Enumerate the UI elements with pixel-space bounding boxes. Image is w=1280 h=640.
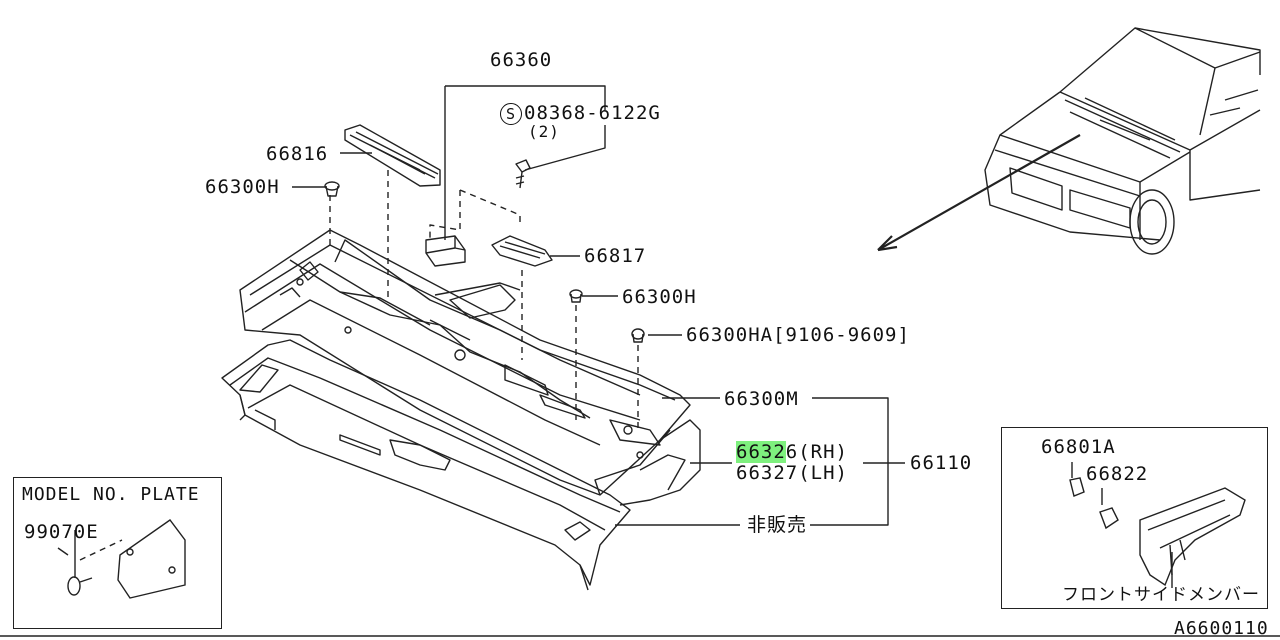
part-label-66110: 66110 <box>910 452 973 474</box>
hardware <box>324 124 645 343</box>
cowl-panel-upper <box>239 229 701 506</box>
part-label-66300h-top: 66300H <box>205 176 280 198</box>
front-side-member-inset <box>1001 427 1268 609</box>
part-label-99070e: 99070E <box>24 521 99 543</box>
part-label-66300m: 66300M <box>724 388 799 410</box>
direction-arrow <box>877 134 1081 251</box>
part-label-66327: 66327(LH) <box>736 462 848 484</box>
part-label-66360: 66360 <box>490 49 553 71</box>
diagram-code: A6600110 <box>1174 618 1269 639</box>
part-label-66817: 66817 <box>584 245 647 267</box>
not-for-sale-label: 非販売 <box>747 514 808 536</box>
part-label-66816: 66816 <box>266 143 329 165</box>
front-side-member-drawing <box>1069 462 1246 588</box>
model-plate-drawing <box>57 519 186 599</box>
front-side-member-label: フロントサイドメンバー <box>1062 585 1260 605</box>
highlighted-part-number: 6632 <box>736 441 786 463</box>
part-label-66326: 66326(RH) <box>736 441 848 463</box>
cowl-panel-lower <box>221 339 631 591</box>
part-label-66300h-mid: 66300H <box>622 286 697 308</box>
part-label-66822: 66822 <box>1086 463 1149 485</box>
part-label-66801a: 66801A <box>1041 436 1116 458</box>
leader-lines <box>292 85 905 526</box>
part-number-08368: 08368-6122G <box>524 102 661 124</box>
part-label-66300ha: 66300HA[9106-9609] <box>686 324 910 346</box>
s-marker-icon: S <box>500 103 522 125</box>
model-plate-inset <box>13 477 222 629</box>
part-suffix-rh: 6(RH) <box>785 441 848 463</box>
car-sketch <box>984 27 1261 255</box>
quantity-label: (2) <box>528 122 560 141</box>
model-plate-title: MODEL NO. PLATE <box>22 484 200 505</box>
